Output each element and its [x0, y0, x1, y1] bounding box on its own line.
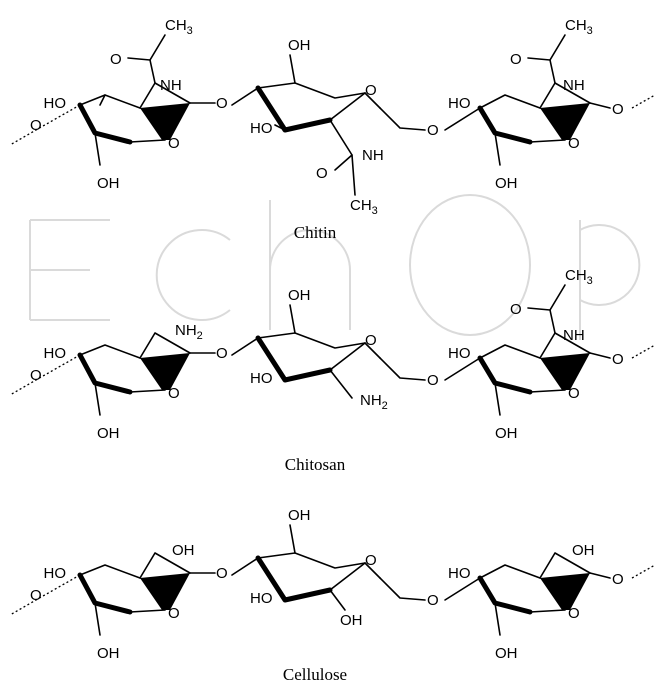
ring3-ho-label: HO	[448, 345, 471, 362]
ring-3: HO O OH NH O CH3 O	[444, 267, 656, 442]
ring2-nh2-label: NH2	[360, 392, 388, 412]
ring1-o-link-label: O	[30, 367, 42, 384]
ring3-nh-label: NH	[563, 327, 585, 344]
caption-cellulose: Cellulose	[283, 665, 347, 684]
ring3-o-ring-label: O	[568, 605, 580, 622]
ring3-carbonyl-o-label: O	[510, 301, 522, 318]
ring-2: OH O HO NH O CH3	[231, 37, 426, 217]
ring3-carbonyl-o-label: O	[510, 51, 522, 68]
watermark	[29, 194, 641, 340]
ring1-ch3-label: CH3	[165, 17, 193, 37]
ring-1: HO O O OH NH O CH3	[9, 17, 216, 192]
ring3-ho-label: HO	[448, 95, 471, 112]
ring1-nh2-label: NH2	[175, 322, 203, 342]
ring-1: HO O O OH NH2	[9, 322, 216, 442]
ring3-c2-oh-label: OH	[572, 542, 595, 559]
ring3-oh-label: OH	[495, 425, 518, 442]
glycosidic-o-2: O	[427, 122, 439, 139]
ring3-ch3-label: CH3	[565, 267, 593, 287]
caption-chitosan: Chitosan	[285, 455, 346, 474]
ring1-oh-label: OH	[97, 425, 120, 442]
ring-1: HO O O OH OH	[9, 542, 216, 662]
ring1-o-ring-label: O	[168, 385, 180, 402]
ring1-o-link-label: O	[30, 117, 42, 134]
ring3-nh-label: NH	[563, 77, 585, 94]
chitosan-structure: HO O O OH NH2 O OH O HO NH2 O	[9, 267, 656, 474]
ring1-nh-label: NH	[160, 77, 182, 94]
glycosidic-o-2: O	[427, 592, 439, 609]
ring-2: OH O HO OH	[231, 507, 426, 629]
ring2-oh-label: OH	[288, 507, 311, 524]
ring3-o-link-label: O	[612, 101, 624, 118]
ring2-nh-label: NH	[362, 147, 384, 164]
glycosidic-o-1: O	[216, 345, 228, 362]
cellulose-structure: HO O O OH OH O OH O HO OH O	[9, 507, 656, 684]
ring-3: HO O OH NH O CH3 O	[444, 17, 656, 192]
ring3-o-ring-label: O	[568, 135, 580, 152]
ring1-carbonyl-o-label: O	[110, 51, 122, 68]
ring1-ho-label: HO	[44, 95, 67, 112]
ring1-ho-label: HO	[44, 565, 67, 582]
ring2-o-ring-label: O	[365, 82, 377, 99]
ring3-oh-label: OH	[495, 645, 518, 662]
ring2-o-ring-label: O	[365, 332, 377, 349]
glycosidic-o-1: O	[216, 95, 228, 112]
ring2-o-ring-label: O	[365, 552, 377, 569]
ring-3: HO O OH OH O	[444, 542, 656, 662]
glycosidic-o-2: O	[427, 372, 439, 389]
ring1-oh-label: OH	[97, 645, 120, 662]
ring2-c2-oh-label: OH	[340, 612, 363, 629]
ring1-o-ring-label: O	[168, 135, 180, 152]
ring1-o-link-label: O	[30, 587, 42, 604]
chitin-structure: HO O O OH NH O CH3 O	[9, 17, 656, 242]
ring1-ho-label: HO	[44, 345, 67, 362]
ring3-oh-label: OH	[495, 175, 518, 192]
ring1-c2-oh-label: OH	[172, 542, 195, 559]
ring2-ho-label: HO	[250, 370, 273, 387]
ring-2: OH O HO NH2	[231, 287, 426, 412]
ring2-carbonyl-o-label: O	[316, 165, 328, 182]
ring3-o-link-label: O	[612, 351, 624, 368]
ring3-ch3-label: CH3	[565, 17, 593, 37]
ring2-ho-label: HO	[250, 590, 273, 607]
ring2-ho-label: HO	[250, 120, 273, 137]
ring3-ho-label: HO	[448, 565, 471, 582]
ring3-o-link-label: O	[612, 571, 624, 588]
ring3-o-ring-label: O	[568, 385, 580, 402]
glycosidic-o-1: O	[216, 565, 228, 582]
ring2-ch3-label: CH3	[350, 197, 378, 217]
ring2-oh-label: OH	[288, 37, 311, 54]
ring1-o-ring-label: O	[168, 605, 180, 622]
ring1-oh-label: OH	[97, 175, 120, 192]
ring2-oh-label: OH	[288, 287, 311, 304]
caption-chitin: Chitin	[294, 223, 337, 242]
